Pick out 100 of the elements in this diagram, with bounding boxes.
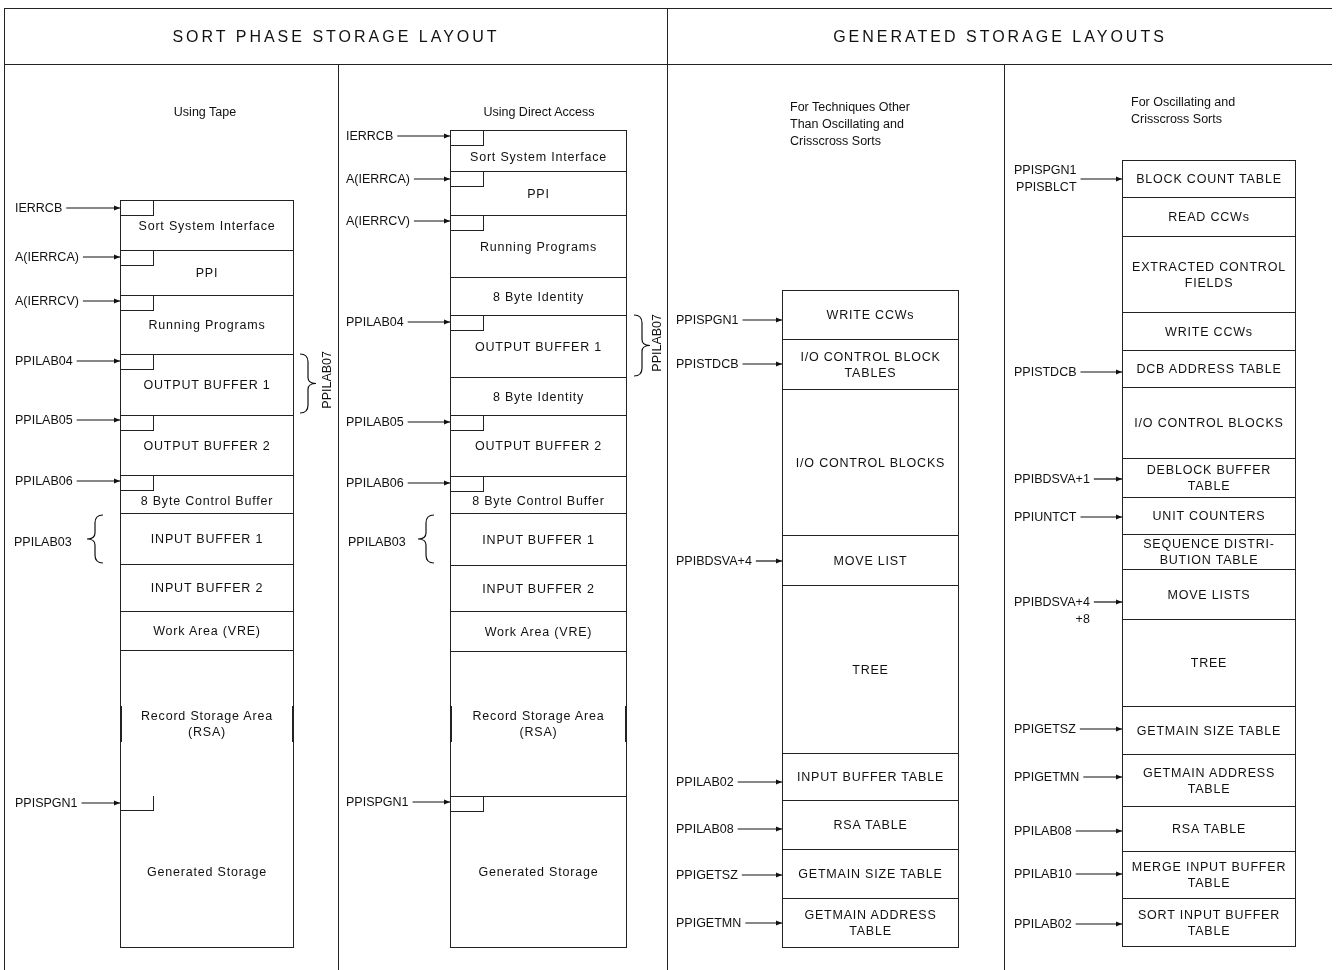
block-label: TREE — [851, 661, 890, 678]
block-label: OUTPUT BUFFER 1 — [142, 377, 272, 394]
pointer-label: PPILAB02 — [1014, 915, 1072, 933]
storage-block — [1122, 569, 1296, 621]
storage-block — [1122, 534, 1296, 571]
block-label: READ CCWs — [1167, 209, 1251, 226]
register-label: PPILAB03 — [14, 535, 72, 549]
arrow — [82, 254, 121, 260]
block-label: UNIT COUNTERS — [1151, 508, 1267, 525]
storage-block — [1122, 312, 1296, 352]
pointer-label: A(IERRCV) — [346, 212, 410, 230]
arrow — [76, 358, 121, 364]
block-label: Work Area (VRE) — [483, 623, 594, 640]
pointer-label: PPILAB08 — [1014, 822, 1072, 840]
arrow — [1075, 828, 1123, 834]
storage-block — [120, 475, 294, 515]
block-label: Sort System Interface — [469, 149, 608, 166]
pointer-label: PPISPGN1 — [1014, 162, 1077, 179]
pointer-label: PPILAB02 — [676, 773, 734, 791]
storage-block — [120, 611, 294, 652]
block-label: DEBLOCK BUFFER TABLE — [1145, 462, 1273, 495]
storage-block — [120, 200, 294, 252]
pointer-label: PPIBDSVA+4 — [676, 552, 752, 570]
arrow — [737, 826, 783, 832]
storage-block — [782, 339, 959, 391]
arrow — [737, 779, 783, 785]
storage-block — [450, 377, 627, 417]
storage-block — [450, 796, 627, 949]
storage-block — [1122, 706, 1296, 756]
register-label: PPILAB07 — [650, 314, 664, 372]
storage-block — [1122, 754, 1296, 808]
block-label: WRITE CCWs — [1164, 323, 1254, 340]
block-label: 8 Byte Control Buffer — [471, 493, 606, 510]
register-label: PPILAB07 — [320, 351, 334, 409]
block-label: 8 Byte Identity — [491, 388, 586, 405]
block-label: 8 Byte Identity — [491, 288, 586, 305]
block-label: Work Area (VRE) — [152, 623, 262, 640]
pointer-label: +8 — [1074, 610, 1090, 628]
block-label: GETMAIN SIZE TABLE — [1135, 722, 1283, 739]
block-label: BLOCK COUNT TABLE — [1135, 171, 1283, 188]
column-heading: Using Tape — [172, 104, 238, 121]
storage-block — [450, 215, 627, 279]
arrow — [407, 319, 451, 325]
block-label: OUTPUT BUFFER 1 — [473, 338, 604, 355]
block-label: I/O CONTROL BLOCKS — [794, 454, 947, 471]
arrow — [396, 133, 451, 139]
pointer-label: PPILAB10 — [1014, 865, 1072, 883]
storage-block — [782, 585, 959, 755]
arrow — [1079, 514, 1123, 520]
arrow — [1093, 599, 1123, 605]
storage-block — [450, 277, 627, 317]
storage-block — [782, 753, 959, 802]
arrow — [1079, 369, 1123, 375]
pointer-label: PPIGETMN — [676, 914, 742, 932]
storage-block — [1122, 851, 1296, 900]
block-label: Generated Storage — [146, 863, 268, 880]
block-label: 8 Byte Control Buffer — [139, 492, 275, 509]
block-label: WRITE CCWs — [825, 307, 916, 324]
pointer-label: PPIGETSZ — [1014, 720, 1076, 738]
pointer-label: PPIBDSVA+4 — [1014, 593, 1090, 611]
block-label: INPUT BUFFER 2 — [149, 580, 265, 597]
storage-block — [120, 415, 294, 477]
storage-block — [450, 415, 627, 478]
block-label: GETMAIN ADDRESS TABLE — [1141, 764, 1277, 797]
storage-block — [1122, 619, 1296, 708]
arrow — [1079, 726, 1123, 732]
pointer-label: PPILAB05 — [346, 413, 404, 431]
arrow — [741, 872, 783, 878]
header-title: GENERATED STORAGE LAYOUTS — [833, 27, 1167, 46]
block-label: INPUT BUFFER 2 — [481, 580, 596, 597]
header-band — [667, 8, 1332, 65]
block-label: PPI — [526, 185, 551, 202]
block-label: GETMAIN ADDRESS TABLE — [803, 907, 938, 940]
block-label: Sort System Interface — [137, 217, 277, 234]
pointer-label: PPIBDSVA+1 — [1014, 470, 1090, 488]
storage-block — [1122, 458, 1296, 499]
storage-block — [1122, 236, 1296, 314]
column-heading: For Oscillating and Crisscross Sorts — [1131, 94, 1237, 128]
block-label: SORT INPUT BUFFER TABLE — [1136, 906, 1282, 939]
block-label: I/O CONTROL BLOCK TABLES — [799, 348, 942, 381]
storage-block — [450, 513, 627, 567]
storage-block — [782, 535, 959, 587]
storage-block — [1122, 806, 1296, 853]
storage-block — [120, 295, 294, 356]
storage-block — [450, 171, 627, 217]
block-label: MERGE INPUT BUFFER TABLE — [1130, 859, 1288, 892]
storage-block — [782, 898, 959, 949]
storage-block — [450, 651, 627, 798]
storage-block — [120, 250, 294, 297]
arrow — [744, 920, 783, 926]
arrow — [411, 799, 451, 805]
storage-block — [782, 800, 959, 851]
pointer-label: PPIGETMN — [1014, 768, 1080, 786]
pointer-label: IERRCB — [346, 127, 394, 145]
pointer-label: PPISBLCT — [1015, 179, 1077, 196]
pointer-label: PPILAB08 — [676, 820, 734, 838]
storage-block — [1122, 898, 1296, 948]
block-label: MOVE LIST — [832, 552, 909, 569]
arrow — [1075, 921, 1123, 927]
storage-block — [450, 565, 627, 613]
